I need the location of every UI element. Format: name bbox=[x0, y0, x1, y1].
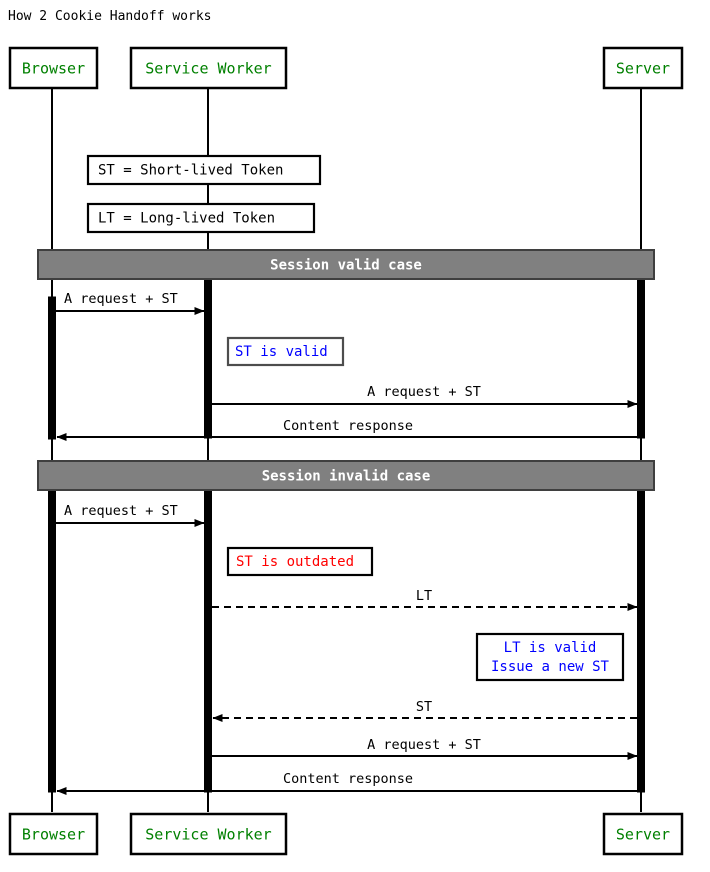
divider-label-invalid: Session invalid case bbox=[262, 469, 431, 485]
participant-box bbox=[8, 46, 99, 90]
legend-note-st: ST = Short-lived Token bbox=[86, 154, 322, 186]
message-label: A request + ST bbox=[64, 503, 178, 519]
participant-server-top[interactable]: Server bbox=[602, 46, 684, 90]
participant-label-browser: Browser bbox=[22, 60, 85, 78]
participants-header: Browser Service Worker Server bbox=[8, 46, 684, 90]
inline-note-label-line2: Issue a new ST bbox=[491, 659, 610, 675]
message-3: Content response bbox=[56, 418, 637, 441]
participant-browser-top[interactable]: Browser bbox=[8, 46, 99, 90]
section-divider-invalid: Session invalid case bbox=[37, 460, 655, 491]
participant-label-server: Server bbox=[616, 826, 670, 844]
participant-service-worker-top[interactable]: Service Worker bbox=[129, 46, 288, 90]
message-label: A request + ST bbox=[64, 291, 178, 307]
note-box bbox=[475, 632, 625, 682]
participant-box bbox=[602, 812, 684, 856]
divider-label-valid: Session valid case bbox=[270, 258, 422, 274]
inline-note-st-outdated: ST is outdated bbox=[226, 546, 374, 577]
message-label: A request + ST bbox=[367, 737, 481, 753]
message-label: Content response bbox=[283, 771, 413, 787]
lifelines bbox=[51, 88, 642, 812]
note-box bbox=[226, 546, 374, 577]
activation-sw-invalid bbox=[204, 487, 212, 793]
inline-note-label: ST is valid bbox=[235, 344, 328, 360]
legend-note-lt: LT = Long-lived Token bbox=[86, 202, 316, 234]
participant-browser-bottom[interactable]: Browser bbox=[8, 812, 99, 856]
message-8: Content response bbox=[56, 771, 637, 795]
message-2: A request + ST bbox=[212, 384, 638, 408]
message-6: ST bbox=[212, 699, 637, 722]
message-label: LT bbox=[416, 588, 432, 604]
note-box bbox=[226, 336, 345, 367]
legend-note-lt-label: LT = Long-lived Token bbox=[98, 211, 275, 227]
section-divider-valid: Session valid case bbox=[37, 249, 655, 280]
message-1: A request + ST bbox=[56, 291, 205, 315]
inline-note-label-line1: LT is valid bbox=[504, 640, 597, 656]
participant-box bbox=[129, 46, 288, 90]
page-title: How 2 Cookie Handoff works bbox=[8, 9, 212, 24]
divider-bar bbox=[37, 460, 655, 491]
participant-label-service-worker: Service Worker bbox=[145, 826, 271, 844]
legend-note-st-label: ST = Short-lived Token bbox=[98, 163, 283, 179]
message-label: A request + ST bbox=[367, 384, 481, 400]
participant-label-server: Server bbox=[616, 60, 670, 78]
message-7: A request + ST bbox=[212, 737, 638, 760]
divider-bar bbox=[37, 249, 655, 280]
participant-box bbox=[602, 46, 684, 90]
note-box bbox=[86, 154, 322, 186]
activation-server-invalid bbox=[637, 487, 645, 793]
inline-note-lt-valid: LT is valid Issue a new ST bbox=[475, 632, 625, 682]
activation-browser-invalid bbox=[48, 487, 56, 793]
note-box bbox=[86, 202, 316, 234]
participant-label-service-worker: Service Worker bbox=[145, 60, 271, 78]
inline-note-st-valid: ST is valid bbox=[226, 336, 345, 367]
inline-note-label: ST is outdated bbox=[236, 554, 354, 570]
participant-service-worker-bottom[interactable]: Service Worker bbox=[129, 812, 288, 856]
participant-label-browser: Browser bbox=[22, 826, 85, 844]
participants-footer: Browser Service Worker Server bbox=[8, 812, 684, 856]
message-label: ST bbox=[416, 699, 432, 715]
message-4: A request + ST bbox=[56, 503, 205, 527]
message-label: Content response bbox=[283, 418, 413, 434]
activation-browser-valid bbox=[48, 296, 56, 440]
participant-box bbox=[129, 812, 288, 856]
participant-box bbox=[8, 812, 99, 856]
message-5: LT bbox=[212, 588, 638, 611]
participant-server-bottom[interactable]: Server bbox=[602, 812, 684, 856]
